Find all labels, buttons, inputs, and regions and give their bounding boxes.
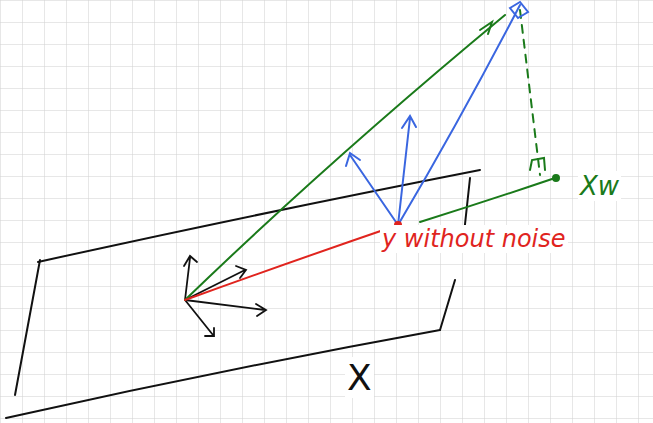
projection-lines — [185, 10, 559, 300]
vector-label: Xw — [578, 171, 621, 201]
plane-label-holder: X — [345, 358, 374, 398]
plane-label: X — [345, 357, 374, 398]
vector-label-holder: Xw — [578, 172, 621, 201]
y-vector — [185, 221, 402, 300]
vector-label-holder: y without noise — [380, 226, 568, 252]
noise-vectors — [346, 2, 528, 225]
vector-label: y without noise — [380, 225, 568, 253]
